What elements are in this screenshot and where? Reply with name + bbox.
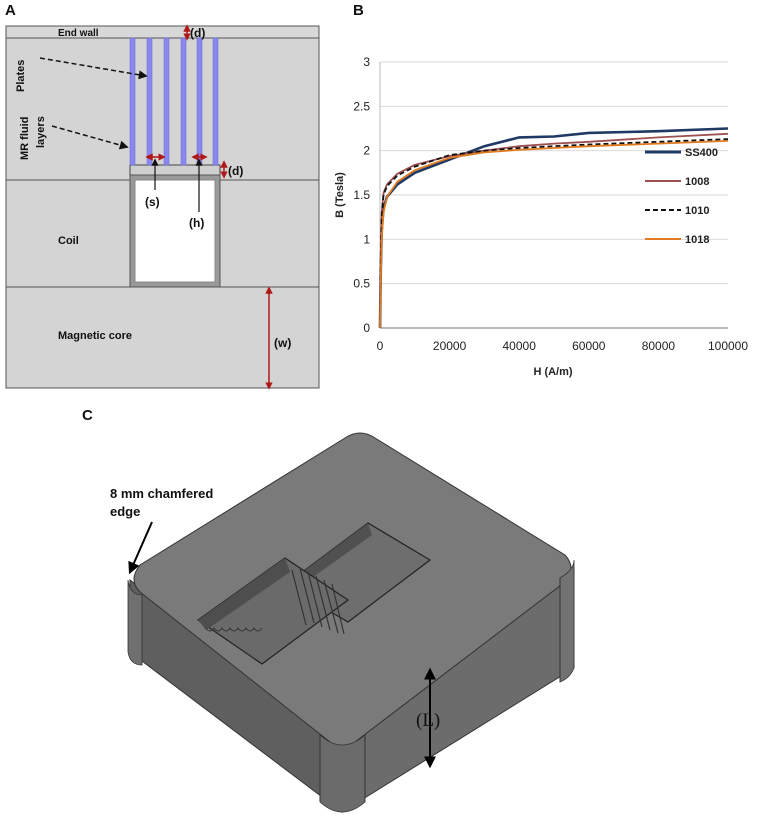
chamfer-label-line1: 8 mm chamfered: [110, 486, 213, 501]
y-tick-label: 1.5: [353, 188, 370, 202]
plates-leader-arrow: [39, 57, 148, 80]
length-label: (L): [416, 710, 440, 731]
label-plates: Plates: [15, 60, 27, 92]
x-tick-label: 80000: [642, 339, 676, 353]
coil-window-inner: [134, 179, 216, 283]
plate-1: [129, 37, 136, 166]
dim-d-top: (d): [190, 26, 205, 40]
fins-bottom-edge: [205, 627, 263, 632]
bottom-wall: [129, 164, 221, 176]
opening-front-wall: [198, 558, 290, 630]
dim-s: (s): [145, 195, 160, 209]
chart-gridlines: [380, 61, 728, 285]
rounded-edge-left: [127, 579, 143, 666]
plate-6: [212, 37, 219, 166]
plate-fins: [291, 567, 345, 635]
plate-5: [196, 37, 203, 166]
series-line-1010: [379, 138, 729, 329]
chart-legend: SS400 1008 1010 1018: [645, 147, 718, 246]
label-coil: Coil: [58, 235, 79, 247]
label-mr-fluid-2: layers: [35, 116, 47, 148]
chart-tick-labels: 0 0.5 1 1.5 2 2.5 3 0 20000 40000 60000 80000 100000: [353, 55, 748, 353]
label-end-wall: End wall: [58, 28, 99, 39]
rounded-edge-right: [559, 559, 575, 683]
plate-3: [163, 37, 170, 166]
x-tick-label: 0: [377, 339, 384, 353]
series-line-ss400: [378, 127, 729, 329]
dim-h: (h): [189, 216, 204, 230]
chamfer-arrow: [128, 521, 153, 575]
panel-letter-c: C: [82, 407, 93, 424]
panel-letter-b: B: [353, 2, 364, 19]
legend-label-1018: 1018: [685, 234, 709, 246]
panel-letter-a: A: [5, 2, 16, 19]
end-wall: [5, 25, 320, 39]
mr-fluid-leader-arrow: [51, 125, 129, 150]
x-tick-label: 100000: [708, 339, 748, 353]
chart-y-label: B (Tesla): [334, 172, 346, 218]
dim-d-mid: (d): [228, 164, 243, 178]
label-magnetic-core: Magnetic core: [58, 330, 132, 342]
legend-label-1010: 1010: [685, 205, 709, 217]
y-tick-label: 2.5: [353, 99, 370, 113]
chart-series-group: [378, 127, 729, 329]
label-mr-fluid-1: MR fluid: [19, 117, 31, 160]
x-tick-label: 40000: [503, 339, 537, 353]
plate-4: [180, 37, 187, 166]
rounded-edge-front: [319, 734, 366, 813]
bh-chart: 0 0.5 1 1.5 2 2.5 3 0 20000 40000 60000 80000 100000…: [334, 55, 748, 378]
legend-label-1008: 1008: [685, 176, 709, 188]
dim-w: (w): [274, 336, 291, 350]
x-tick-label: 60000: [572, 339, 606, 353]
y-tick-label: 0: [363, 321, 370, 335]
plate-2: [146, 37, 153, 166]
panel-c-render: 8 mm chamfered edge (L): [110, 432, 575, 814]
legend-label-ss400: SS400: [685, 147, 718, 159]
series-line-1018: [379, 140, 729, 329]
y-tick-label: 1: [363, 232, 370, 246]
y-tick-label: 2: [363, 144, 370, 158]
series-line-1008: [379, 132, 729, 329]
y-tick-label: 3: [363, 55, 370, 69]
chart-x-label: H (A/m): [533, 366, 572, 378]
chamfer-label-line2: edge: [110, 504, 140, 519]
x-tick-label: 20000: [433, 339, 467, 353]
panel-a-diagram: End wall Plates MR fluid layers Coil Mag…: [5, 24, 320, 390]
y-tick-label: 0.5: [353, 277, 370, 291]
